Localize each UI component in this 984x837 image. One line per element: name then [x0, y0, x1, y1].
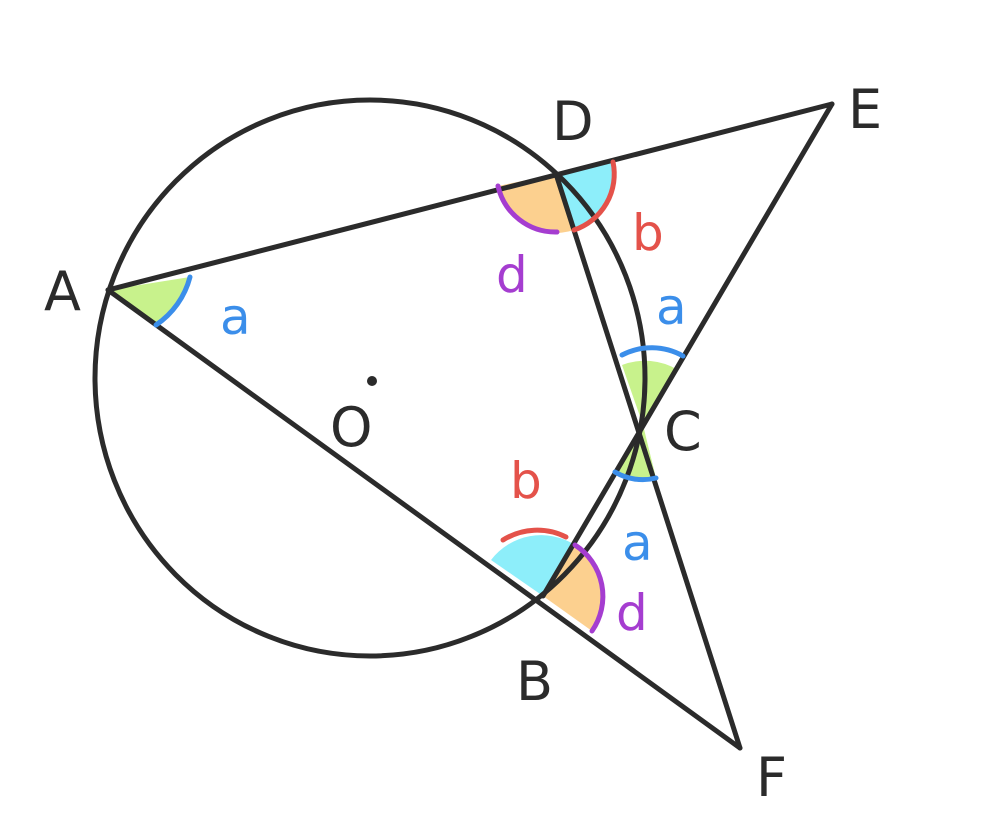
- center-point-O: [367, 376, 377, 386]
- segment-E-B: [540, 101, 835, 599]
- point-label-B: B: [516, 650, 553, 713]
- circle-O: [92, 97, 648, 659]
- point-label-D: D: [552, 90, 594, 153]
- angle-b-fill-at-B: [491, 535, 575, 596]
- point-label-F: F: [756, 746, 787, 809]
- angle-d-arc-at-B: [572, 542, 606, 634]
- angle-label-b-at-D: b: [632, 204, 664, 262]
- point-label-E: E: [848, 78, 882, 141]
- angle-b-arc-at-D: [571, 159, 617, 233]
- angle-label-a-upper-C: a: [656, 278, 687, 336]
- angle-label-a-at-A: a: [220, 288, 251, 346]
- segment-D-F: [553, 171, 743, 751]
- segment-A-F: [105, 287, 743, 751]
- angle-label-d-at-D: d: [496, 246, 528, 304]
- angle-a-arc-upper-C: [619, 345, 686, 359]
- angle-a-arc-at-A: [153, 274, 193, 328]
- angle-label-d-at-B: d: [616, 584, 648, 642]
- point-label-C: C: [664, 400, 702, 463]
- angle-label-b-at-B: b: [510, 452, 542, 510]
- point-label-O: O: [330, 396, 373, 459]
- point-label-A: A: [44, 260, 81, 323]
- angle-a-fill-upper-C: [622, 360, 678, 425]
- angle-d-arc-at-D: [495, 183, 560, 235]
- angle-b-arc-at-B: [500, 527, 569, 543]
- angle-d-fill-at-B: [543, 545, 603, 631]
- angle-label-a-lower-C: a: [622, 514, 653, 572]
- angle-a-arc-lower-C: [612, 469, 659, 483]
- segment-A-E: [105, 101, 835, 293]
